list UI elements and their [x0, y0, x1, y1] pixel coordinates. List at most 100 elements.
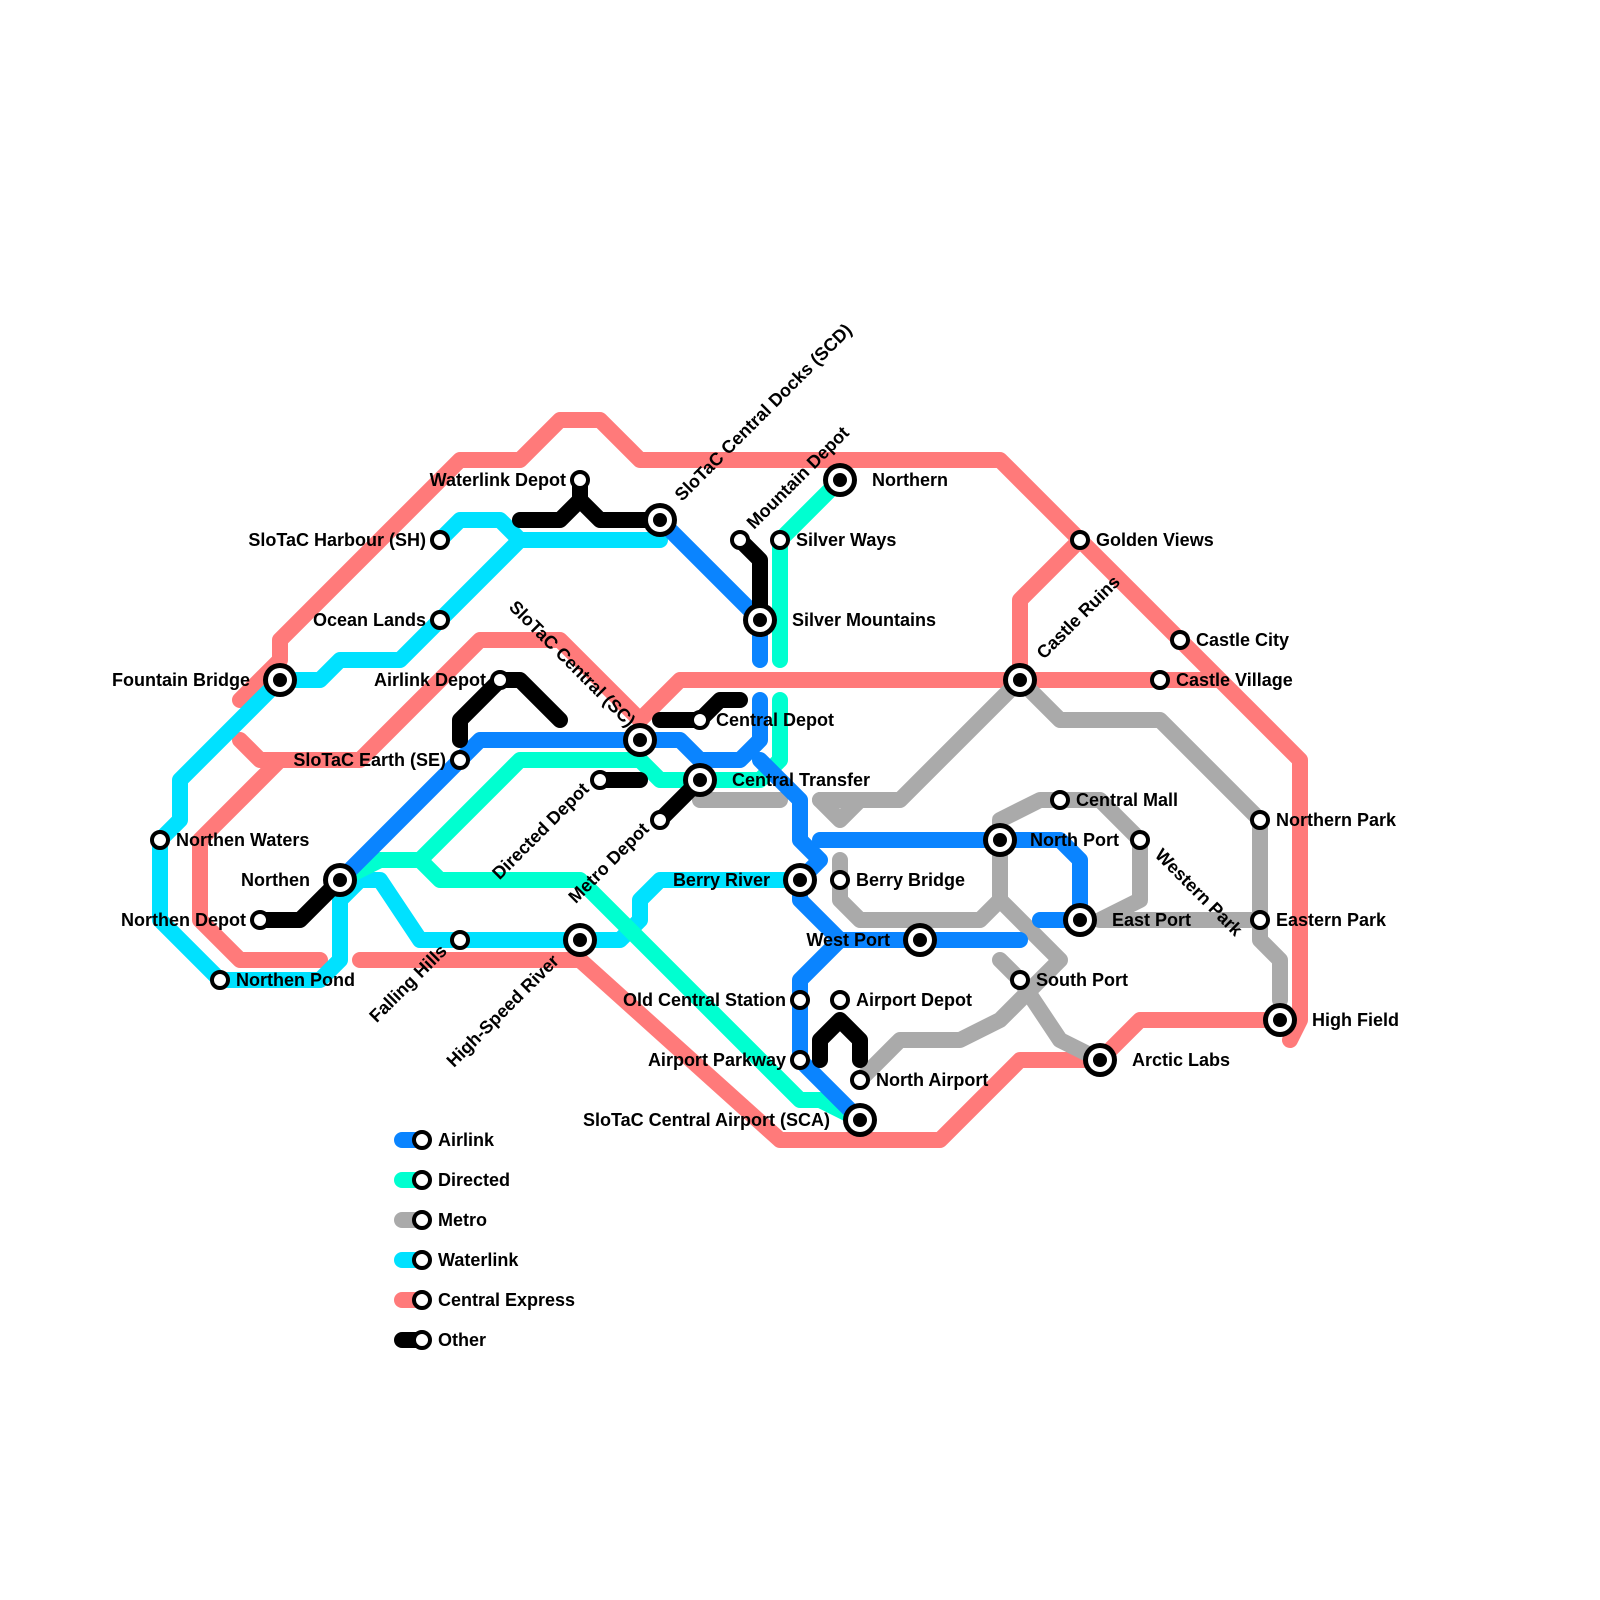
station-label-old-central-station: Old Central Station [623, 990, 786, 1010]
station-golden-views[interactable] [1070, 530, 1090, 550]
station-northen-depot[interactable] [250, 910, 270, 930]
interchange-dot [333, 873, 347, 887]
station-marker [1050, 790, 1070, 810]
line-metro [692, 672, 1288, 1088]
legend-station-marker [412, 1250, 432, 1270]
station-marker [1070, 530, 1090, 550]
station-north-port[interactable] [983, 823, 1017, 857]
station-marker [570, 470, 590, 490]
legend-label: Waterlink [438, 1250, 519, 1270]
station-silver-mountains[interactable] [743, 603, 777, 637]
station-marker [210, 970, 230, 990]
station-central-mall[interactable] [1050, 790, 1070, 810]
interchange-dot [1073, 913, 1087, 927]
central-express-south [352, 952, 1288, 1148]
station-northern[interactable] [823, 463, 857, 497]
legend-item-directed: Directed [394, 1170, 510, 1190]
station-castle-city[interactable] [1170, 630, 1190, 650]
station-label-high-field: High Field [1312, 1010, 1399, 1030]
station-airport-depot[interactable] [830, 990, 850, 1010]
interchange-dot [913, 933, 927, 947]
directed-south [412, 852, 868, 1128]
station-silver-ways[interactable] [770, 530, 790, 550]
station-marker [490, 670, 510, 690]
station-mountain-depot[interactable] [730, 530, 750, 550]
central-express-outer-north [232, 412, 1308, 1048]
interchange-dot [573, 933, 587, 947]
station-south-port[interactable] [1010, 970, 1030, 990]
station-high-field[interactable] [1263, 1003, 1297, 1037]
station-high-speed-river[interactable] [563, 923, 597, 957]
station-label-airport-depot: Airport Depot [856, 990, 972, 1010]
legend-station-marker [412, 1130, 432, 1150]
station-label-castle-village: Castle Village [1176, 670, 1293, 690]
metro-loop [832, 792, 1268, 928]
station-label-sh: SloTaC Harbour (SH) [248, 530, 426, 550]
station-waterlink-depot[interactable] [570, 470, 590, 490]
station-marker [830, 870, 850, 890]
station-airport-parkway[interactable] [790, 1050, 810, 1070]
legend-label: Metro [438, 1210, 487, 1230]
station-marker [150, 830, 170, 850]
station-marker [850, 1070, 870, 1090]
station-marker [1170, 630, 1190, 650]
station-sca[interactable] [843, 1103, 877, 1137]
station-old-central-station[interactable] [790, 990, 810, 1010]
station-northen-pond[interactable] [210, 970, 230, 990]
metro-south [852, 892, 1068, 1088]
station-northern-park[interactable] [1250, 810, 1270, 830]
station-marker [1150, 670, 1170, 690]
legend-station-marker [412, 1210, 432, 1230]
station-fountain-bridge[interactable] [263, 663, 297, 697]
stations [150, 463, 1297, 1137]
station-east-port[interactable] [1063, 903, 1097, 937]
station-castle-village[interactable] [1150, 670, 1170, 690]
station-marker [430, 530, 450, 550]
station-central-transfer[interactable] [683, 763, 717, 797]
station-metro-depot[interactable] [650, 810, 670, 830]
central-express-middle [632, 672, 1228, 728]
station-label-northen-waters: Northen Waters [176, 830, 309, 850]
station-scd[interactable] [643, 503, 677, 537]
station-north-airport[interactable] [850, 1070, 870, 1090]
station-central-depot[interactable] [690, 710, 710, 730]
station-eastern-park[interactable] [1250, 910, 1270, 930]
station-berry-bridge[interactable] [830, 870, 850, 890]
station-label-silver-ways: Silver Ways [796, 530, 896, 550]
central-express-golden-branch [1012, 532, 1088, 688]
station-label-waterlink-depot: Waterlink Depot [430, 470, 566, 490]
station-castle-ruins[interactable] [1003, 663, 1037, 697]
station-marker [1010, 970, 1030, 990]
metro-arctic [992, 952, 1108, 1068]
other-waterlink-depot [512, 492, 668, 528]
legend-station-marker [412, 1290, 432, 1310]
directed-north [772, 472, 848, 668]
station-arctic-labs[interactable] [1083, 1043, 1117, 1077]
station-northen[interactable] [323, 863, 357, 897]
station-label-directed-depot: Directed Depot [488, 779, 593, 884]
station-label-northern: Northern [872, 470, 948, 490]
station-sc[interactable] [623, 723, 657, 757]
station-marker [450, 750, 470, 770]
station-airlink-depot[interactable] [490, 670, 510, 690]
station-label-airlink-depot: Airlink Depot [374, 670, 486, 690]
legend-label: Directed [438, 1170, 510, 1190]
interchange-dot [1013, 673, 1027, 687]
station-label-silver-mountains: Silver Mountains [792, 610, 936, 630]
station-west-port[interactable] [903, 923, 937, 957]
station-falling-hills[interactable] [450, 930, 470, 950]
station-directed-depot[interactable] [590, 770, 610, 790]
interchange-dot [273, 673, 287, 687]
station-sh[interactable] [430, 530, 450, 550]
station-ocean-lands[interactable] [430, 610, 450, 630]
station-northen-waters[interactable] [150, 830, 170, 850]
station-se[interactable] [450, 750, 470, 770]
station-label-castle-ruins: Castle Ruins [1033, 572, 1124, 663]
station-berry-river[interactable] [783, 863, 817, 897]
station-label-north-port: North Port [1030, 830, 1119, 850]
legend-label: Airlink [438, 1130, 495, 1150]
other-airport-depot [812, 1012, 868, 1068]
station-western-park[interactable] [1130, 830, 1150, 850]
